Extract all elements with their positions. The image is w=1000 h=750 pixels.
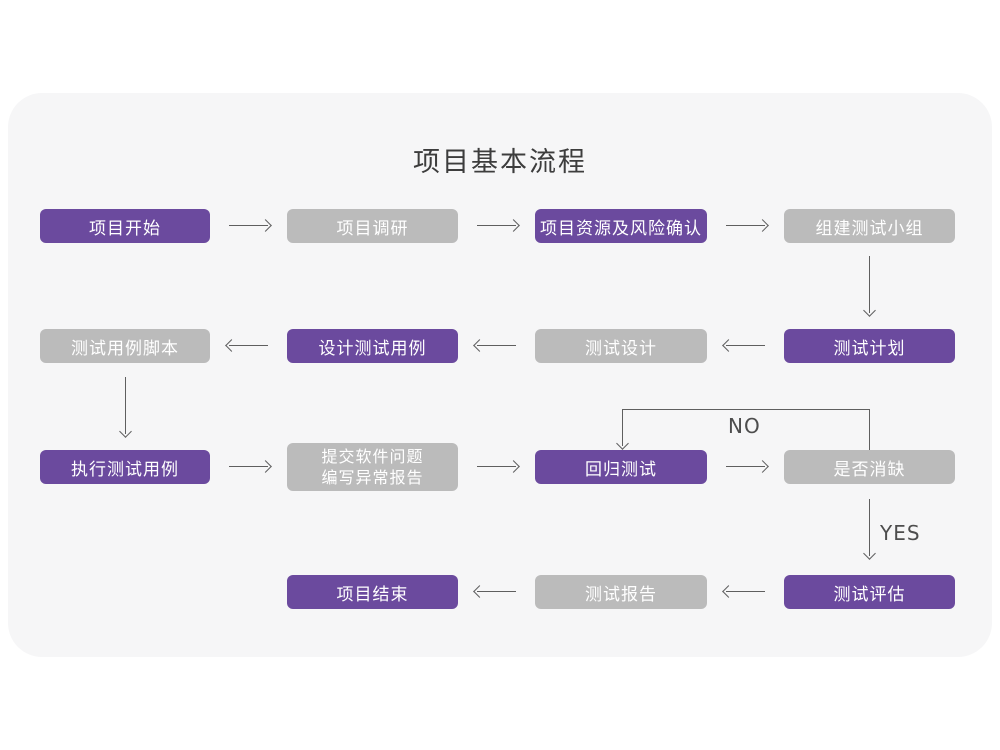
node-defect-cleared: 是否消缺 [784,450,955,484]
arrow-left-icon [726,591,765,592]
node-submit-issue-report: 提交软件问题 编写异常报告 [287,443,458,491]
node-test-report: 测试报告 [535,575,707,609]
node-line-1: 提交软件问题 [321,447,424,466]
arrow-left-icon [477,591,516,592]
node-project-research: 项目调研 [287,209,458,243]
arrow-down-icon [869,256,870,313]
node-regression-test: 回归测试 [535,450,707,484]
node-test-design: 测试设计 [535,329,707,363]
arrow-down-icon [869,499,870,556]
page-title: 项目基本流程 [413,147,587,178]
arrow-left-icon [726,345,765,346]
node-test-evaluation: 测试评估 [784,575,955,609]
node-project-start: 项目开始 [40,209,210,243]
node-project-end: 项目结束 [287,575,458,609]
arrow-left-icon [477,345,516,346]
arrow-right-icon [229,225,268,226]
arrow-down-icon [125,377,126,434]
arrow-right-icon [477,466,516,467]
label-yes: YES [880,521,921,545]
arrow-down-icon [622,409,623,446]
no-loop-line-up [869,409,870,450]
node-test-plan: 测试计划 [784,329,955,363]
node-test-case-script: 测试用例脚本 [40,329,210,363]
node-execute-test-cases: 执行测试用例 [40,450,210,484]
no-loop-line-across [622,409,869,410]
node-build-test-team: 组建测试小组 [784,209,955,243]
flowchart-card [8,93,992,657]
arrow-right-icon [726,466,765,467]
arrow-left-icon [229,345,268,346]
node-line-2: 编写异常报告 [321,468,424,487]
node-design-test-cases: 设计测试用例 [287,329,458,363]
node-resources-risk-confirm: 项目资源及风险确认 [535,209,707,243]
arrow-right-icon [726,225,765,226]
arrow-right-icon [229,466,268,467]
arrow-right-icon [477,225,516,226]
label-no: NO [728,414,761,438]
